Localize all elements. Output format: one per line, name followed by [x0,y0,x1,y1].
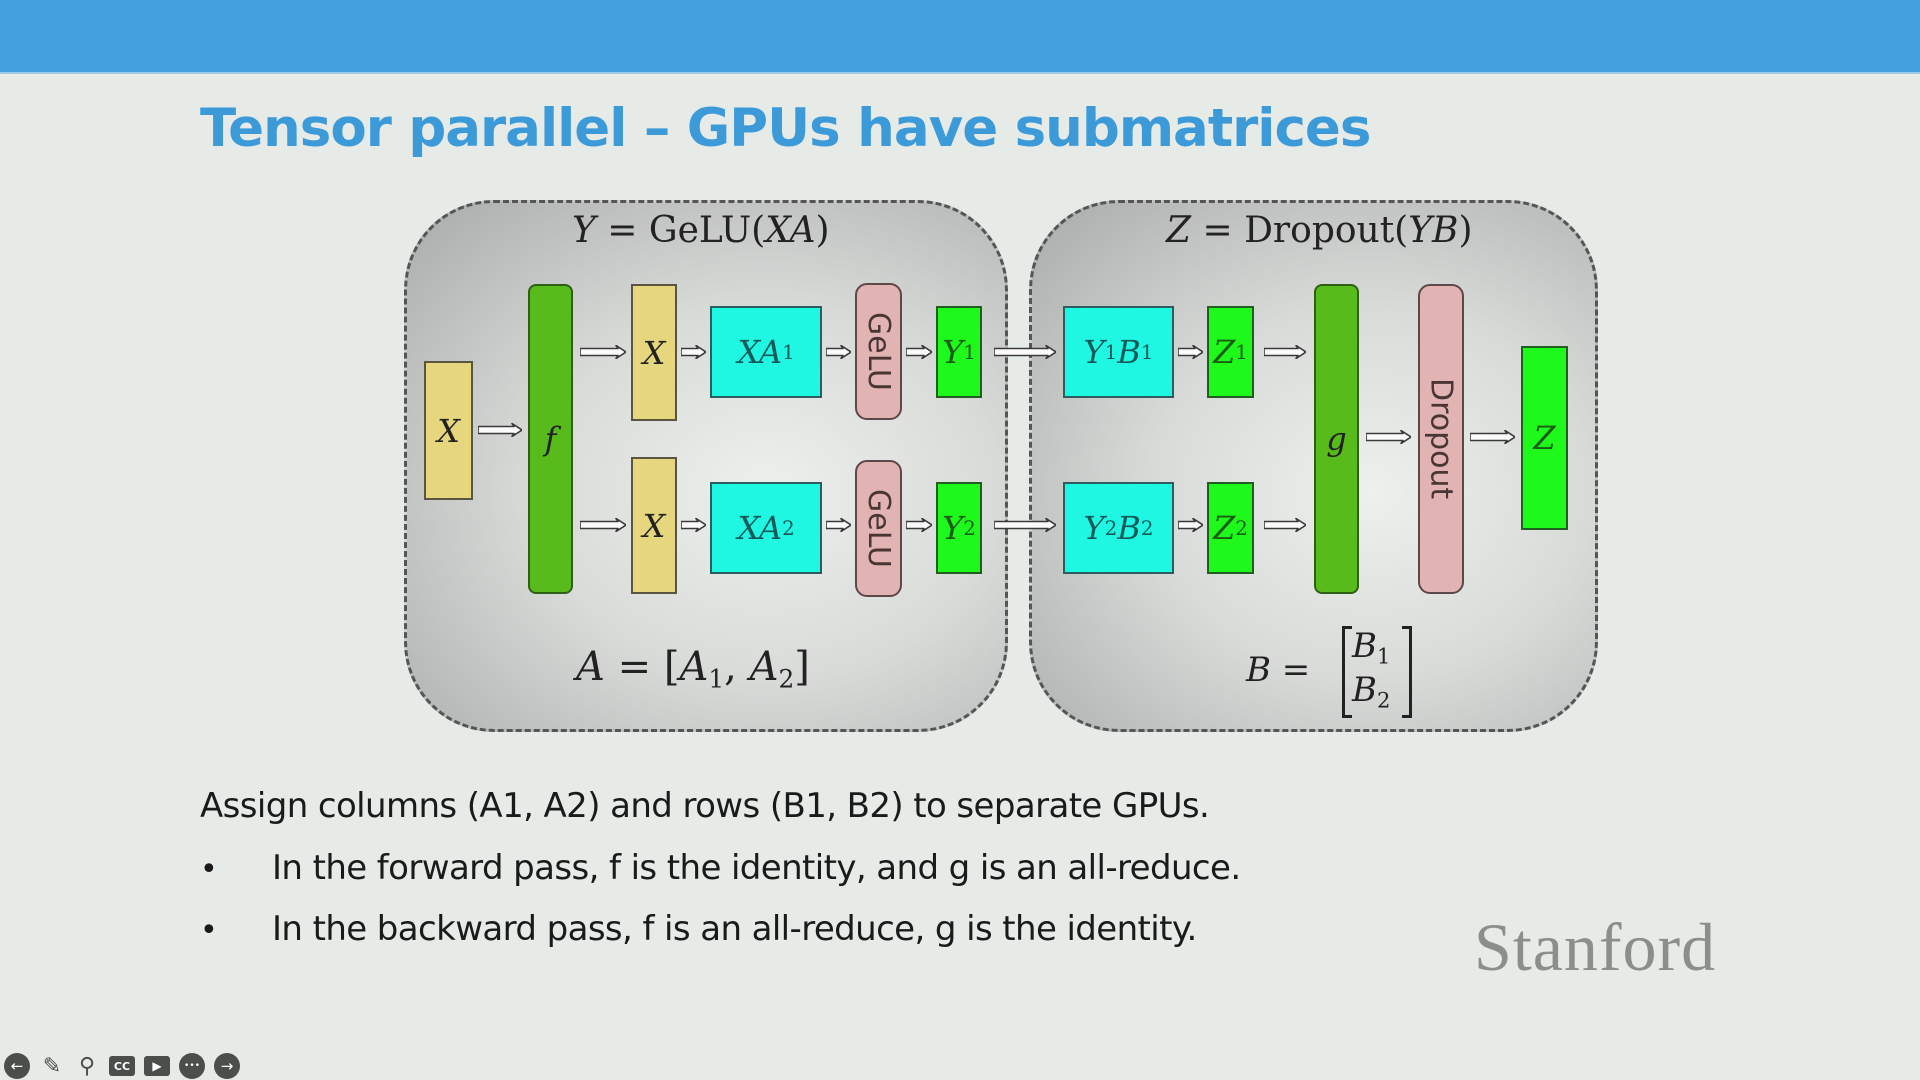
right-formula: Z = Dropout(YB) [1166,210,1473,251]
right-panel-mlp-second-layer [1029,200,1598,732]
g-operator-box: g [1314,284,1359,594]
f-operator-box: f [528,284,573,594]
arrow-y2-to-y2b2 [994,518,1056,532]
left-panel-mlp-first-layer [404,200,1008,732]
captions-button[interactable]: CC [109,1056,135,1076]
pen-button[interactable]: ✎ [39,1053,65,1079]
arrow-y2b2-to-z2 [1178,518,1203,532]
arrow-xa2-to-gelu2 [826,518,851,532]
arrow-xa1-to-gelu1 [826,345,851,359]
b-partition-formula: B = B1 B2 [1246,624,1416,724]
arrow-f-to-x2 [580,518,626,532]
arrow-z1-to-g [1264,345,1306,359]
gelu-box-2: GeLU [855,460,902,597]
more-button[interactable]: ••• [179,1053,205,1079]
input-x-box: X [424,361,473,500]
bullet-backward-pass: In the backward pass, f is an all-reduce… [272,909,1197,949]
zoom-button[interactable]: ⚲ [74,1053,100,1079]
arrow-x-to-f [478,423,522,437]
arrow-x1-to-xa1 [681,345,706,359]
arrow-f-to-x1 [580,345,626,359]
header-bar [0,0,1920,74]
magnifier-icon: ⚲ [78,1053,96,1079]
video-button[interactable]: ▶ [144,1056,170,1076]
camera-icon: ▶ [152,1059,162,1073]
cc-icon: CC [113,1059,131,1073]
arrow-gelu2-to-y2 [906,518,932,532]
gelu-box-1: GeLU [855,283,902,420]
intro-text: Assign columns (A1, A2) and rows (B1, B2… [200,786,1210,826]
next-button[interactable]: → [214,1053,240,1079]
arrow-dropout-to-z [1470,430,1515,444]
arrow-right-icon: → [220,1057,234,1075]
previous-button[interactable]: ← [4,1053,30,1079]
ellipsis-icon: ••• [184,1061,200,1071]
dropout-box: Dropout [1418,284,1464,594]
arrow-y1b1-to-z1 [1178,345,1203,359]
bullet-forward-pass: In the forward pass, f is the identity, … [272,848,1241,888]
arrow-y1-to-y1b1 [994,345,1056,359]
bullet-2: • [200,913,218,948]
bullet-1: • [200,852,218,887]
left-formula: Y = GeLU(XA) [572,210,830,251]
stanford-logo: Stanford [1474,909,1717,985]
split-x-box-1: X [631,284,677,421]
split-x-box-2: X [631,457,677,594]
arrow-x2-to-xa2 [681,518,706,532]
arrow-gelu1-to-y1 [906,345,932,359]
output-z-box: Z [1521,346,1568,530]
arrow-g-to-dropout [1366,430,1411,444]
a-partition-formula: A = [A1, A2] [576,644,810,694]
arrow-left-icon: ← [10,1057,24,1075]
pencil-icon: ✎ [42,1053,62,1079]
slide-title: Tensor parallel – GPUs have submatrices [200,98,1371,159]
arrow-z2-to-g [1264,518,1306,532]
presentation-toolbar: ← ✎ ⚲ CC ▶ ••• → [4,1053,240,1079]
